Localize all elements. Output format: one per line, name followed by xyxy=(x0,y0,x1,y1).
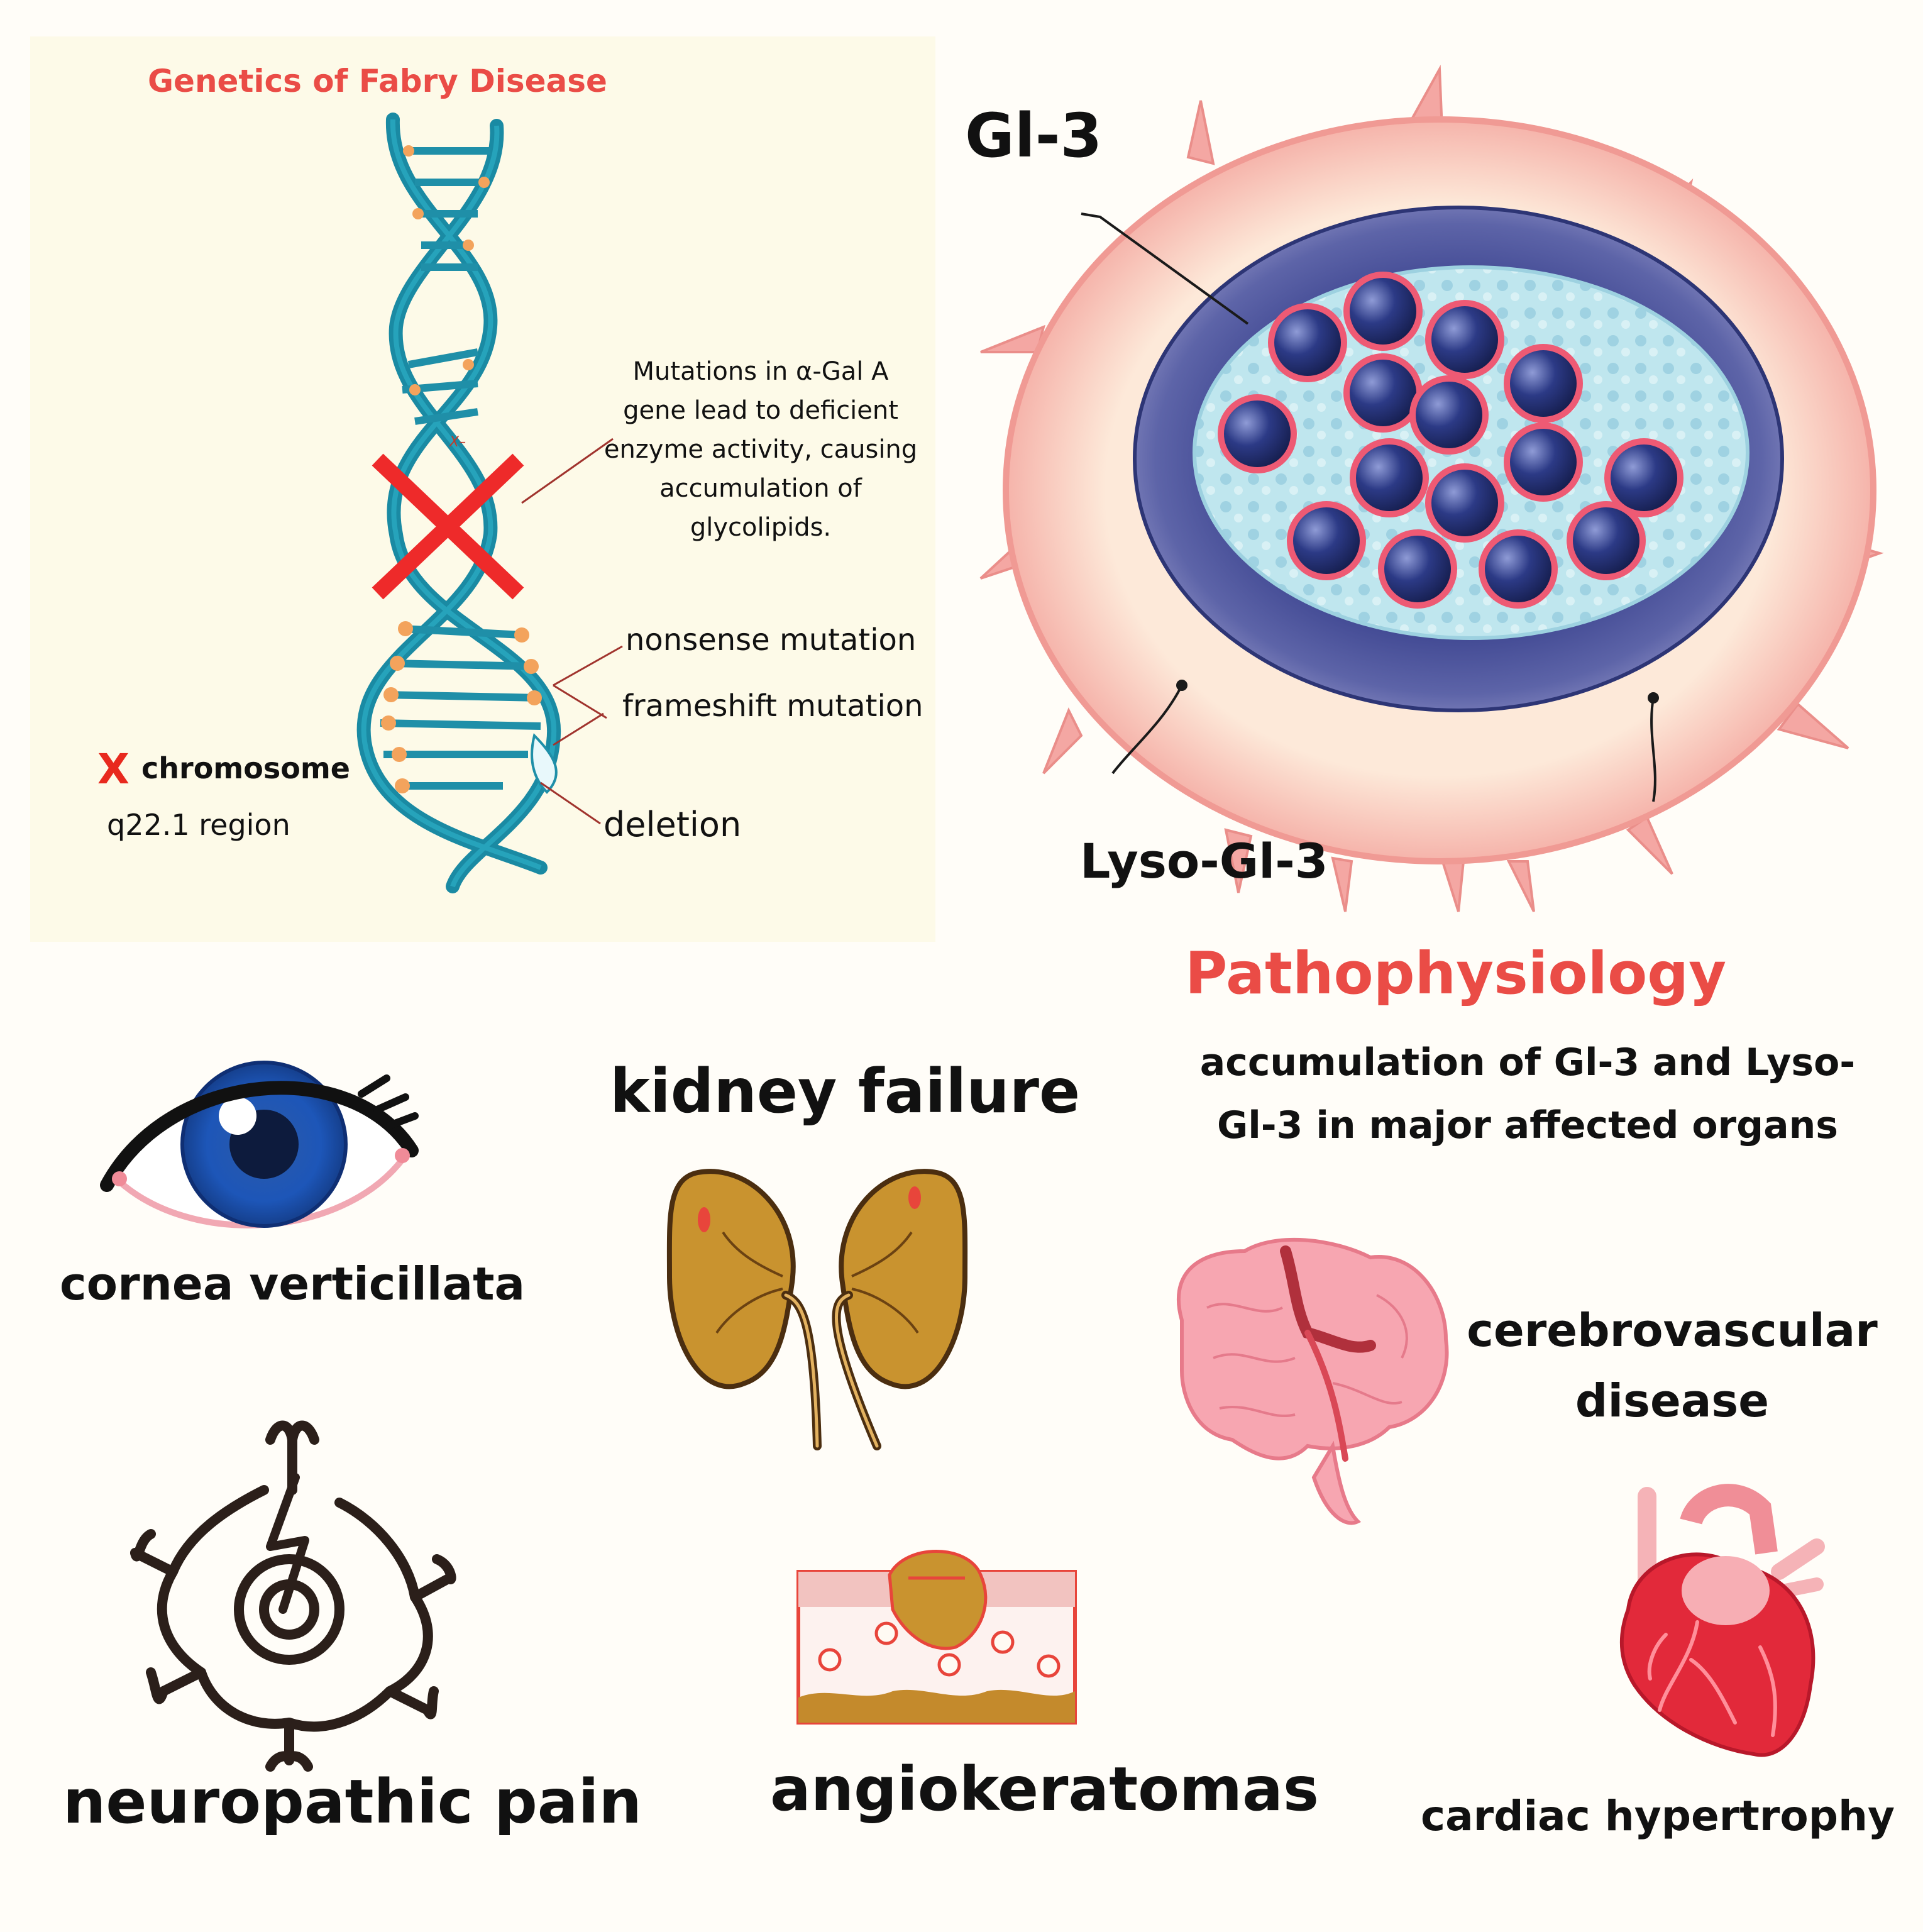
label-cornea-verticillata: cornea verticillata xyxy=(60,1257,526,1310)
neuron-pain-icon xyxy=(130,1420,456,1772)
cell-illustration xyxy=(979,64,1884,912)
mutation-note-line-4: accumulation of xyxy=(659,474,862,503)
label-cerebrovascular-disease: cerebrovascular disease xyxy=(1458,1295,1886,1436)
chromosome-label: chromosome xyxy=(141,751,350,785)
gene-defect-x-icon xyxy=(372,453,524,600)
gl3-label: Gl-3 xyxy=(965,101,1103,171)
label-cerebrovascular-line-1: cerebrovascular xyxy=(1467,1304,1878,1357)
genetics-leader-lines xyxy=(521,438,623,825)
label-nonsense-mutation: nonsense mutation xyxy=(625,622,917,658)
mutation-note-line-5: glycolipids. xyxy=(690,513,832,542)
pathophysiology-subtitle-line-1: accumulation of Gl-3 and Lyso- xyxy=(1199,1041,1856,1085)
cell-leader-lines xyxy=(1081,213,1659,802)
label-cerebrovascular-line-2: disease xyxy=(1575,1374,1770,1427)
label-frameshift-mutation: frameshift mutation xyxy=(622,688,923,724)
mutation-note-line-1: Mutations in α-Gal A xyxy=(632,357,889,386)
genetics-title: Genetics of Fabry Disease xyxy=(148,63,607,99)
label-angiokeratomas: angiokeratomas xyxy=(770,1754,1319,1824)
gl3-granules xyxy=(1218,272,1683,609)
dna-mutation-mark: X– xyxy=(449,434,466,450)
chromosome-x-letter: X xyxy=(97,745,129,793)
label-kidney-failure: kidney failure xyxy=(610,1056,1081,1127)
pathophysiology-subtitle-line-2: Gl-3 in major affected organs xyxy=(1216,1103,1839,1147)
pathophysiology-title: Pathophysiology xyxy=(1185,940,1727,1007)
label-neuropathic-pain: neuropathic pain xyxy=(63,1767,642,1837)
heart-icon xyxy=(1619,1484,1825,1757)
pathophysiology-subtitle: accumulation of Gl-3 and Lyso- Gl-3 in m… xyxy=(1182,1031,1873,1157)
eye-icon xyxy=(100,1061,419,1228)
mutation-note-line-2: gene lead to deficient xyxy=(623,396,898,425)
dna-helix-icon xyxy=(356,113,561,893)
brain-icon xyxy=(1177,1237,1449,1525)
mutation-note-line-3: enzyme activity, causing xyxy=(603,435,918,464)
mutation-note: Mutations in α-Gal A gene lead to defici… xyxy=(597,352,924,547)
label-deletion: deletion xyxy=(603,805,742,844)
kidney-icon xyxy=(666,1169,968,1450)
region-label: q22.1 region xyxy=(107,808,290,842)
skin-lesion-icon xyxy=(796,1550,1077,1725)
lyso-gl3-label: Lyso-Gl-3 xyxy=(1080,833,1328,889)
label-cardiac-hypertrophy: cardiac hypertrophy xyxy=(1421,1792,1895,1840)
